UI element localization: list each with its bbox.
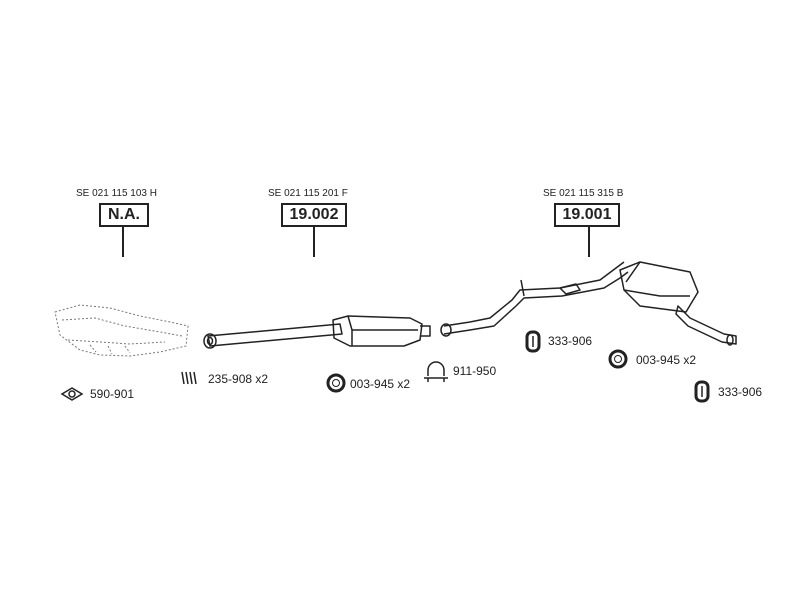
part-label-clamp: 911-950: [453, 364, 497, 378]
part-label-ring-middle: 003-945 x2: [350, 377, 411, 391]
ring-icon-middle: [326, 373, 346, 393]
part-label-gasket: 590-901: [90, 387, 135, 401]
hanger-icon-bottom: [694, 380, 710, 403]
section-ref-rear: SE 021 115 315 B: [543, 188, 624, 199]
gasket-icon: [60, 387, 84, 401]
part-label-ring-right: 003-945 x2: [636, 353, 697, 367]
part-code-box-rear: 19.001: [554, 203, 620, 227]
part-label-hanger-top: 333-906: [548, 334, 593, 348]
section-ref-front: SE 021 115 103 H: [76, 188, 157, 199]
middle-silencer: [203, 315, 431, 349]
part-label-hanger-bottom: 333-906: [718, 385, 763, 399]
ring-icon-right: [608, 349, 628, 369]
part-code-box-front: N.A.: [99, 203, 149, 227]
leader-line-middle: [313, 227, 315, 257]
leader-line-rear: [588, 227, 590, 257]
part-label-spring: 235-908 x2: [208, 372, 269, 386]
spring-icon: [181, 371, 197, 385]
part-code-box-middle: 19.002: [281, 203, 347, 227]
leader-line-front: [122, 227, 124, 257]
section-ref-middle: SE 021 115 201 F: [268, 188, 348, 199]
clamp-icon: [424, 361, 448, 382]
hanger-icon-top: [525, 330, 541, 353]
front-pipe-outline: [54, 304, 189, 357]
rear-muffler: [440, 261, 737, 346]
